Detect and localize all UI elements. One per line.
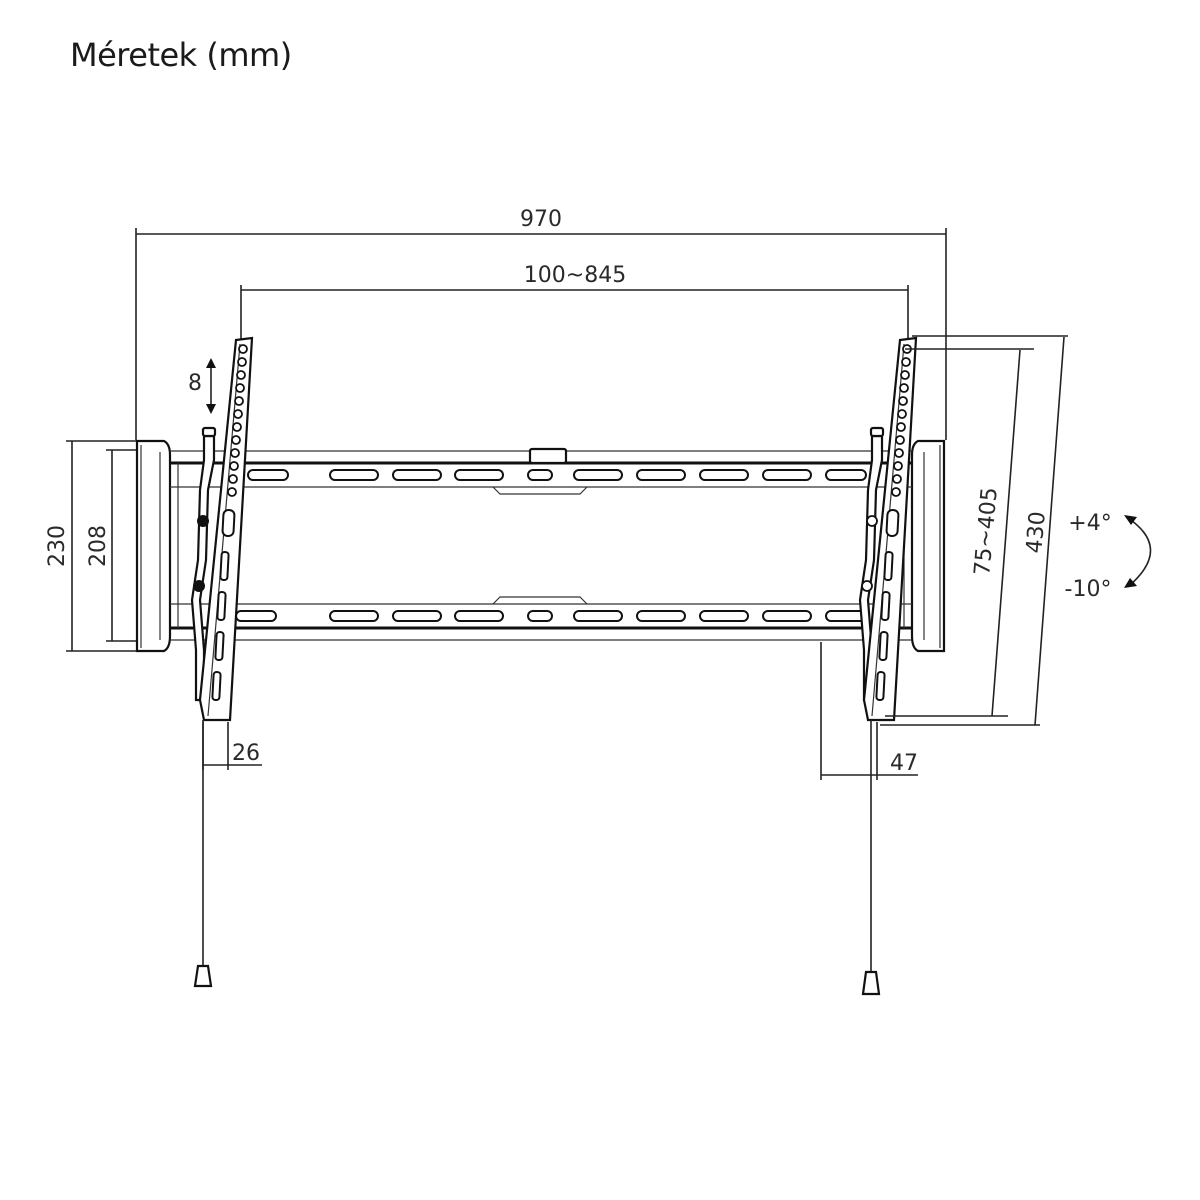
label-vesa-width: 100~845 [524, 263, 626, 288]
label-overall-width: 970 [520, 207, 562, 232]
lower-slots [235, 610, 867, 622]
arrow-up-icon [206, 358, 216, 368]
dimension-depth-max: 47 [820, 642, 918, 780]
left-arm-holes [211, 344, 248, 702]
label-tilt-down: -10° [1065, 577, 1112, 602]
dimension-wallplate-heights: 230 208 [45, 440, 140, 652]
dimension-bracket-height: 430 [880, 335, 1068, 726]
dimension-vesa-width: 100~845 [240, 263, 909, 340]
arrow-down-icon [206, 404, 216, 414]
label-vesa-height: 75~405 [970, 486, 1003, 576]
tilt-arc-arrow-icon [1127, 517, 1152, 586]
center-lock-tab [528, 447, 568, 465]
label-slide-adjust: 8 [188, 371, 202, 396]
dimension-slide-adjust: 8 [188, 358, 216, 414]
right-tv-bracket-arm [858, 336, 918, 996]
right-arm-holes [875, 344, 912, 702]
right-pull-cord-handle [861, 970, 881, 996]
page-title: Méretek (mm) [70, 36, 292, 74]
label-bracket-height: 430 [1022, 510, 1051, 554]
upper-slots [247, 469, 867, 481]
dimension-overall-width: 970 [135, 207, 947, 440]
label-height-inner: 208 [86, 525, 111, 567]
label-tilt-up: +4° [1068, 511, 1111, 536]
tilt-indicator: +4° -10° [1065, 511, 1152, 602]
label-depth-max: 47 [890, 751, 918, 776]
dimension-depth-min: 26 [202, 722, 262, 770]
left-pull-cord-handle [193, 964, 213, 988]
left-tv-bracket-arm [190, 336, 254, 988]
label-depth-min: 26 [232, 741, 260, 766]
wall-plate [135, 439, 946, 653]
label-height-outer: 230 [45, 525, 70, 567]
